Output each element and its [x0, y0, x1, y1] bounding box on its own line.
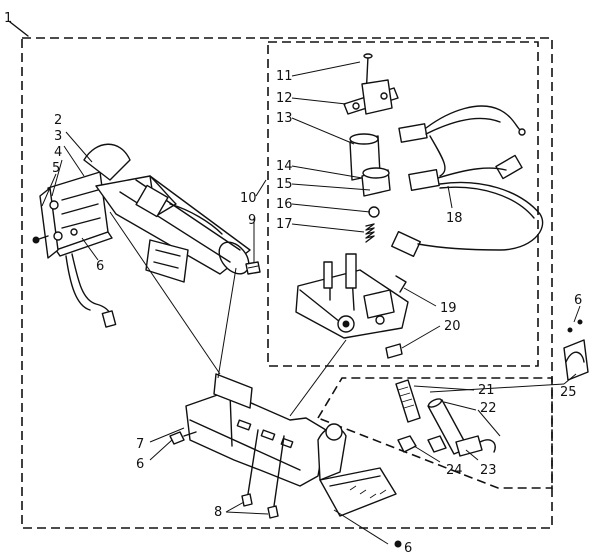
- valve-coil-stack: [295, 53, 409, 339]
- callout-6-bottom: 6: [404, 541, 412, 556]
- fitting-20: [385, 343, 403, 359]
- callout-6-left: 6: [96, 259, 104, 274]
- callout-labels: 1 2 3 4 5 6 6 6 6 7 8 9 10 11 12 13 14 1…: [4, 11, 582, 556]
- callout-17: 17: [276, 217, 293, 232]
- burner-tube-assembly: [83, 143, 251, 275]
- screw-6-bracket: [169, 431, 197, 445]
- screw-9: [245, 261, 261, 275]
- callout-23: 23: [480, 463, 497, 478]
- wire-harness: [391, 105, 544, 258]
- clamp-25: [563, 319, 589, 381]
- orifice-23: [455, 435, 496, 457]
- small-screw-bracket: [70, 228, 78, 236]
- pipe-nipple-21: [395, 379, 421, 423]
- callout-3: 3: [54, 129, 62, 144]
- callout-16: 16: [276, 197, 293, 212]
- assembly-boundary: [21, 37, 553, 529]
- callout-8: 8: [214, 505, 222, 520]
- screw-6-bottom: [394, 540, 402, 548]
- callout-18: 18: [446, 211, 463, 226]
- mounting-bracket: [185, 373, 397, 517]
- callout-10: 10: [240, 191, 257, 206]
- callout-2: 2: [54, 113, 62, 128]
- pipe-group-boundary: [316, 377, 553, 489]
- callout-6-clamp: 6: [574, 293, 582, 308]
- callout-6-bracket: 6: [136, 457, 144, 472]
- clip-19: [395, 275, 407, 293]
- callout-11: 11: [276, 69, 293, 84]
- callout-1: 1: [4, 11, 12, 26]
- igniter-wire-leads: [65, 253, 117, 328]
- callout-25: 25: [560, 385, 577, 400]
- screws-8: [241, 429, 285, 519]
- callout-5: 5: [52, 161, 60, 176]
- burner-subassembly-boundary: [267, 41, 539, 367]
- callout-20: 20: [444, 319, 461, 334]
- screw-left: [32, 235, 49, 244]
- callout-7: 7: [136, 437, 144, 452]
- data-plate: [145, 239, 189, 283]
- callout-13: 13: [276, 111, 293, 126]
- callout-22: 22: [480, 401, 497, 416]
- callout-4: 4: [54, 145, 62, 160]
- callout-14: 14: [276, 159, 293, 174]
- nut-24: [397, 435, 447, 453]
- callout-19: 19: [440, 301, 457, 316]
- igniter-bracket: [39, 171, 113, 259]
- callout-15: 15: [276, 177, 293, 192]
- callout-21: 21: [478, 383, 495, 398]
- callout-12: 12: [276, 91, 293, 106]
- leader-lines: [41, 61, 581, 545]
- callout-24: 24: [446, 463, 463, 478]
- callout-9: 9: [248, 213, 256, 228]
